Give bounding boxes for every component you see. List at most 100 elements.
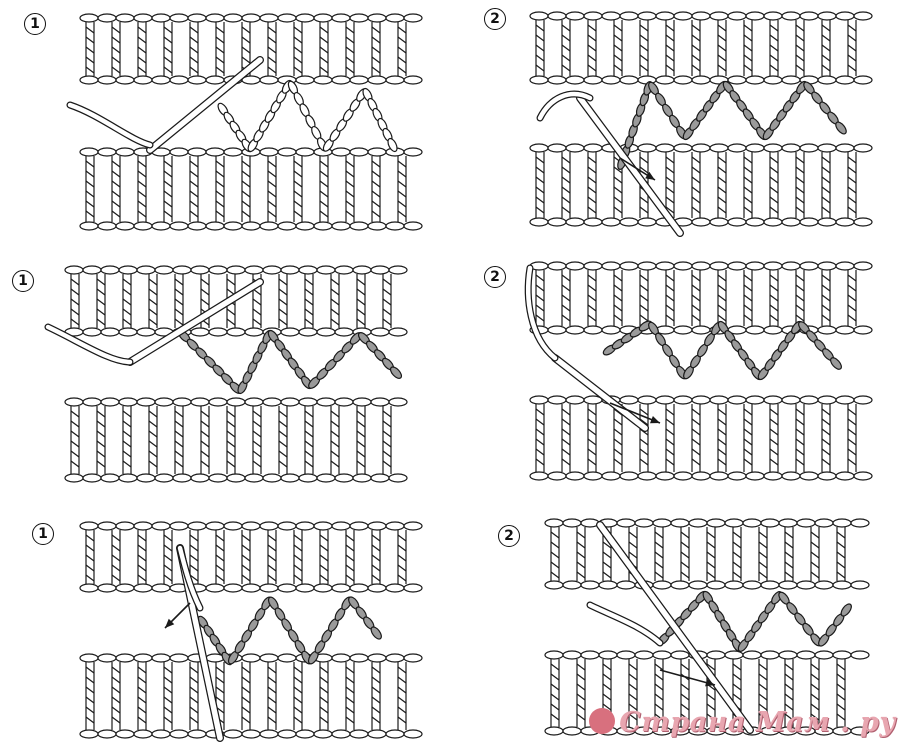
stitch-twist xyxy=(319,534,329,542)
chain-loop xyxy=(367,729,387,739)
stitch-twist xyxy=(174,420,184,428)
stitch-twist xyxy=(163,574,173,582)
stitch-twist xyxy=(174,278,184,286)
stitch-twist xyxy=(561,156,571,164)
stitch-twist xyxy=(717,196,727,204)
stitch-twist xyxy=(810,703,820,711)
chain-loop xyxy=(298,473,318,483)
stitch-twist xyxy=(665,186,675,194)
stitch-twist xyxy=(122,450,132,458)
stitch-twist xyxy=(96,450,106,458)
stitch-twist xyxy=(241,180,251,188)
stitch-twist xyxy=(137,180,147,188)
stitch-twist xyxy=(137,574,147,582)
chain-loop xyxy=(349,221,369,231)
stitch-twist xyxy=(576,673,586,681)
chain-loop xyxy=(763,261,783,271)
chain-loop xyxy=(799,217,819,227)
chain-loop xyxy=(853,261,873,271)
stitch-twist xyxy=(111,534,121,542)
stitch-twist xyxy=(137,686,147,694)
stitch-twist xyxy=(665,418,675,426)
chain-loop xyxy=(385,521,405,531)
stitch-twist xyxy=(680,683,690,691)
chain-loop xyxy=(280,265,300,275)
stitch-twist xyxy=(122,288,132,296)
stitch-twist xyxy=(717,24,727,32)
chain-loop xyxy=(619,75,639,85)
stitch-twist xyxy=(691,186,701,194)
stitch-twist xyxy=(293,686,303,694)
stitch-twist xyxy=(758,541,768,549)
stitch-twist xyxy=(795,206,805,214)
stitch-twist xyxy=(639,304,649,312)
stitch-twist xyxy=(680,703,690,711)
stitch-twist xyxy=(680,571,690,579)
chain-loop xyxy=(205,583,225,593)
chain-loop xyxy=(331,13,351,23)
chain-loop xyxy=(298,327,318,337)
stitch-twist xyxy=(587,176,597,184)
stitch-twist xyxy=(111,686,121,694)
stitch-twist xyxy=(639,314,649,322)
stitch-twist xyxy=(769,284,779,292)
stitch-twist xyxy=(148,308,158,316)
chain-loop xyxy=(583,11,603,21)
stitch-twist xyxy=(137,676,147,684)
chain-loop xyxy=(295,583,315,593)
stitch-twist xyxy=(345,200,355,208)
stitch-twist xyxy=(122,420,132,428)
stitch-twist xyxy=(784,551,794,559)
stitch-twist xyxy=(267,200,277,208)
chain-loop xyxy=(403,75,423,85)
stitch-twist xyxy=(613,206,623,214)
stitch-twist xyxy=(304,460,314,468)
step-badge-p2: 2 xyxy=(484,8,506,30)
stitch-twist xyxy=(111,676,121,684)
stitch-twist xyxy=(304,440,314,448)
yarn-strand-icon xyxy=(526,265,558,361)
stitch-twist xyxy=(163,160,173,168)
stitch-twist xyxy=(691,24,701,32)
stitch-twist xyxy=(163,200,173,208)
chain-loop xyxy=(691,395,711,405)
stitch-twist xyxy=(371,160,381,168)
stitch-twist xyxy=(189,696,199,704)
stitch-twist xyxy=(810,683,820,691)
stitch-twist xyxy=(96,420,106,428)
chain-loop xyxy=(298,265,318,275)
stitch-twist xyxy=(810,541,820,549)
stitch-twist xyxy=(267,564,277,572)
chain-loop xyxy=(115,221,135,231)
stitch-twist xyxy=(241,46,251,54)
chain-loop xyxy=(115,13,135,23)
stitch-twist xyxy=(345,160,355,168)
stitch-twist xyxy=(148,460,158,468)
stitch-twist xyxy=(122,410,132,418)
stitch-twist xyxy=(356,308,366,316)
stitch-twist xyxy=(330,298,340,306)
stitch-twist xyxy=(397,190,407,198)
stitch-twist xyxy=(587,166,597,174)
stitch-twist xyxy=(356,420,366,428)
stitch-twist xyxy=(70,308,80,316)
stitch-twist xyxy=(371,554,381,562)
stitch-twist xyxy=(241,26,251,34)
stitch-twist xyxy=(319,706,329,714)
stitch-twist xyxy=(535,206,545,214)
stitch-twist xyxy=(137,210,147,218)
chain-loop xyxy=(781,217,801,227)
stitch-twist xyxy=(189,56,199,64)
step-number: 1 xyxy=(30,16,40,32)
stitch-twist xyxy=(345,170,355,178)
chain-loop xyxy=(388,327,408,337)
stitch-twist xyxy=(163,666,173,674)
stitch-twist xyxy=(550,541,560,549)
chain-loop xyxy=(169,13,189,23)
stitch-twist xyxy=(189,554,199,562)
stitch-twist xyxy=(267,180,277,188)
stitch-twist xyxy=(293,554,303,562)
chain-loop xyxy=(745,143,765,153)
stitch-twist xyxy=(397,686,407,694)
stitch-twist xyxy=(535,24,545,32)
